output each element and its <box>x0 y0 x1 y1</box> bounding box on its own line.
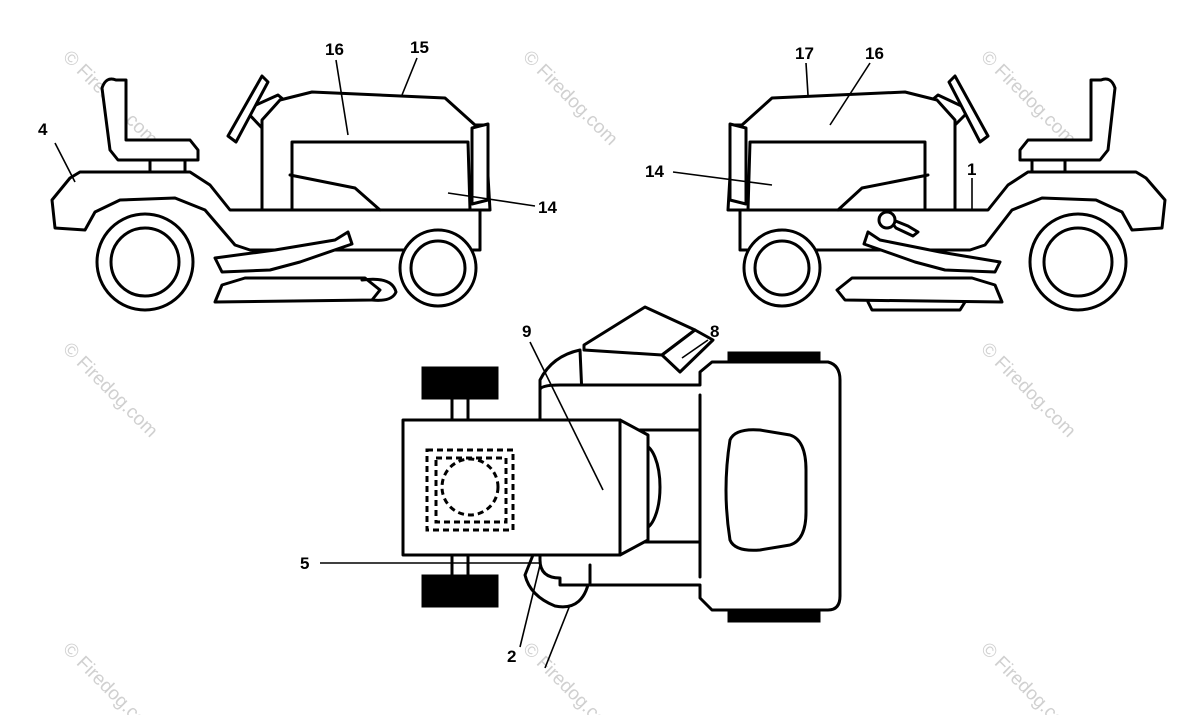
leader-15 <box>401 57 418 96</box>
hood-trim-line <box>836 173 930 212</box>
leader-16-left <box>335 59 349 136</box>
chute-side <box>660 328 715 374</box>
engine-flywheel <box>440 457 500 517</box>
callout-16-right: 16 <box>865 44 884 63</box>
leader-14-left <box>447 192 536 207</box>
callout-17: 17 <box>795 44 814 63</box>
steering-wheel <box>226 74 270 144</box>
front-axle <box>450 397 470 577</box>
hood-top <box>401 418 650 557</box>
tractor-left-side-view <box>50 74 492 312</box>
hood <box>726 90 957 212</box>
seat-support <box>148 158 187 174</box>
watermark: © Firedog.com <box>976 339 1079 442</box>
seat <box>100 77 200 162</box>
callout-5: 5 <box>300 554 309 573</box>
seat-support <box>1030 158 1067 174</box>
watermark: © Firedog.com <box>976 47 1079 150</box>
hood-trim-line <box>288 173 382 212</box>
engine-outline <box>425 448 515 532</box>
grille <box>470 122 490 206</box>
callout-1: 1 <box>967 160 976 179</box>
leader-14-right <box>672 171 773 186</box>
rear-hub <box>1042 226 1114 298</box>
callout-2: 2 <box>507 647 516 666</box>
leader-16-right <box>829 62 871 126</box>
watermark: © Firedog.com <box>58 339 161 442</box>
watermark: © Firedog.com <box>976 639 1079 715</box>
mower-deck <box>213 276 382 304</box>
seat <box>1018 77 1117 162</box>
rear-hub <box>109 226 181 298</box>
leader-9 <box>529 341 604 491</box>
callout-4: 4 <box>38 120 48 139</box>
leader-4 <box>54 142 76 183</box>
callout-8: 8 <box>710 322 719 341</box>
callout-14-left: 14 <box>538 198 557 217</box>
callout-9: 9 <box>522 322 531 341</box>
watermark: © Firedog.com <box>58 639 161 715</box>
front-hub <box>409 239 467 297</box>
tractor-right-side-view <box>726 74 1167 312</box>
leader-17 <box>805 62 809 96</box>
front-tire-top <box>421 366 499 400</box>
front-tire-bottom <box>421 574 499 608</box>
lift-lever-knob <box>877 210 897 230</box>
watermark: © Firedog.com <box>518 639 621 715</box>
deck-skirt <box>866 300 967 312</box>
footrest <box>213 230 354 274</box>
callout-15: 15 <box>410 38 429 57</box>
discharge-chute <box>360 277 398 302</box>
leader-2 <box>519 564 541 648</box>
leader-lines <box>54 57 973 669</box>
seat-top <box>724 428 808 552</box>
tractor-top-view <box>401 305 842 623</box>
leader-8 <box>681 339 709 359</box>
callout-16-left: 16 <box>325 40 344 59</box>
grille <box>728 122 748 206</box>
callout-14-right: 14 <box>645 162 664 181</box>
callouts: 4 16 15 14 17 16 14 1 9 8 5 2 <box>38 38 976 666</box>
front-hub <box>753 239 811 297</box>
leader-3 <box>544 604 571 669</box>
hood <box>260 90 492 212</box>
mower-deck <box>835 276 1004 304</box>
footrest <box>862 230 1002 274</box>
steering-wheel <box>947 74 990 144</box>
watermark: © Firedog.com <box>518 47 621 150</box>
